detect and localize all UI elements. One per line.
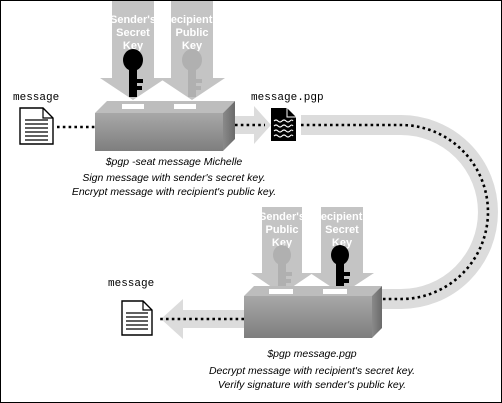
bottom-key1-line3: Key (272, 237, 293, 249)
recipient-public-key-icon (182, 49, 202, 97)
recipient-secret-key-icon (331, 245, 350, 288)
top-key2-line2: Public (175, 27, 208, 39)
bottom-caption-line2: Verify signature with sender's public ke… (218, 379, 406, 391)
sender-public-key-icon (273, 245, 292, 288)
bottom-command: $pgp message.pgp (266, 348, 356, 360)
decrypt-process-box (244, 286, 382, 338)
bottom-key1-line2: Public (265, 224, 298, 236)
encrypt-process-box (95, 101, 235, 151)
bottom-output-label: message (108, 278, 154, 290)
encrypted-pgp-document-icon (271, 108, 296, 141)
curved-connector-dots (301, 123, 490, 301)
bottom-key1-line1: Sender's (259, 211, 305, 223)
input-message-document-icon (19, 107, 54, 145)
top-command: $pgp -seat message Michelle (105, 156, 243, 168)
top-key1-line3: Key (123, 40, 144, 52)
bottom-caption-line1: Decrypt message with recipient's secret … (209, 365, 415, 377)
top-caption-line2: Encrypt message with recipient's public … (72, 186, 276, 198)
top-key1-line2: Secret (116, 27, 150, 39)
output-message-document-icon (121, 300, 153, 336)
bottom-output-arrow (157, 299, 244, 339)
sender-secret-key-icon (123, 49, 143, 97)
top-key2-line1: Recipient's (163, 14, 221, 26)
top-key2-line3: Key (182, 40, 203, 52)
bottom-key2-line2: Secret (325, 224, 359, 236)
top-caption-line1: Sign message with sender's secret key. (82, 172, 265, 184)
top-output-label: message.pgp (251, 92, 324, 104)
top-key1-line1: Sender's (110, 14, 156, 26)
top-input-label: message (13, 92, 59, 104)
top-output-arrow (235, 106, 271, 144)
bottom-key2-line1: Recipient's (313, 211, 371, 223)
